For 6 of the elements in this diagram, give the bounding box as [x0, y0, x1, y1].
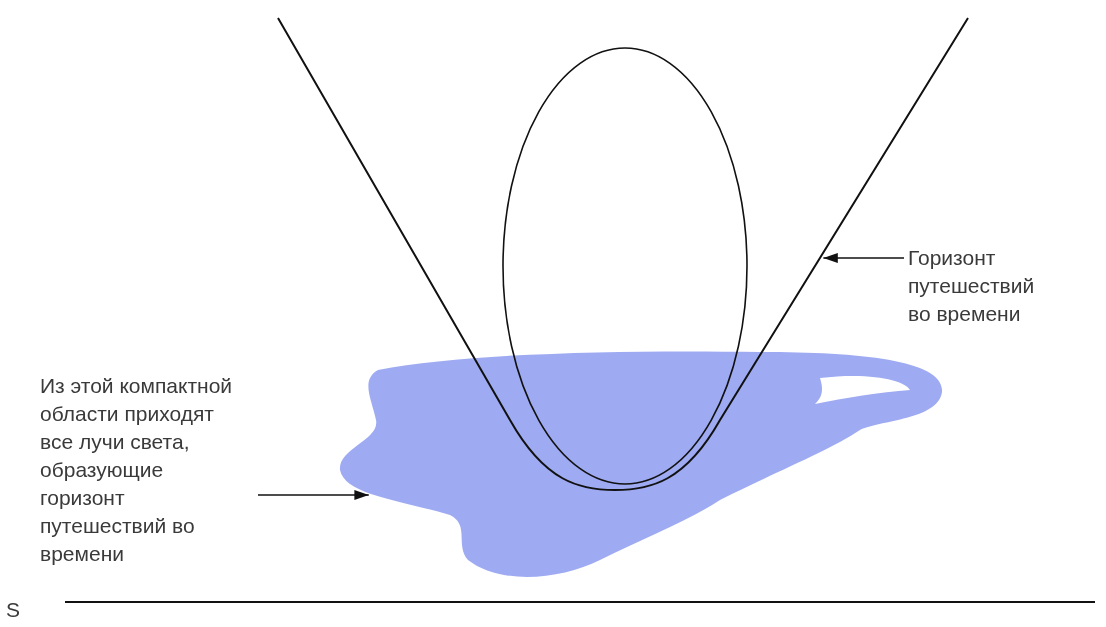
arrow [257, 489, 370, 501]
annotation-text: Из этой компактной области приходят все лучи света, образующие горизонт путешествий во времени [40, 372, 240, 568]
arrow [822, 252, 905, 264]
annotation-text: Горизонт путешествий во времени [908, 244, 1058, 328]
shaded-region [340, 351, 942, 577]
axis-label: S [6, 597, 20, 623]
